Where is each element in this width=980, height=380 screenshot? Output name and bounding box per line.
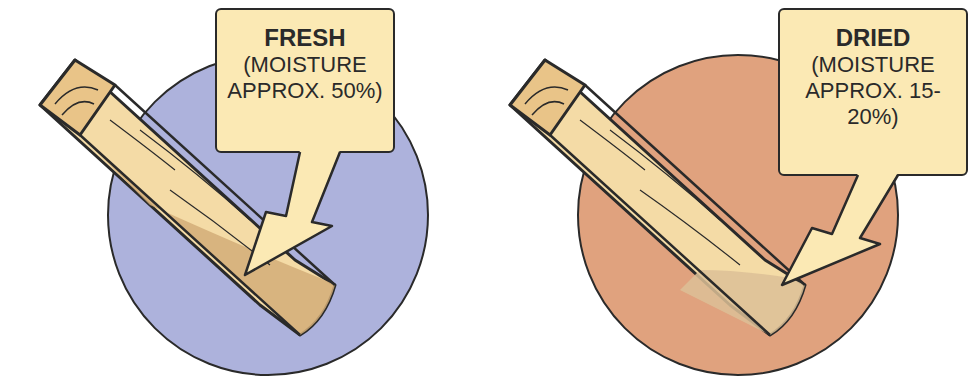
wood-log xyxy=(510,60,805,335)
callout-pointer xyxy=(245,150,340,275)
callout-heading: FRESH xyxy=(225,24,385,52)
callout-box: FRESH(MOISTURE APPROX. 50%) xyxy=(215,8,395,153)
callout-text: (MOISTURE APPROX. 15-20%) xyxy=(805,52,941,130)
callout-heading: DRIED xyxy=(805,24,941,52)
callout-box: DRIED(MOISTURE APPROX. 15-20%) xyxy=(778,8,968,176)
callout-pointer xyxy=(782,173,898,285)
callout-text: (MOISTURE APPROX. 50%) xyxy=(225,52,385,104)
